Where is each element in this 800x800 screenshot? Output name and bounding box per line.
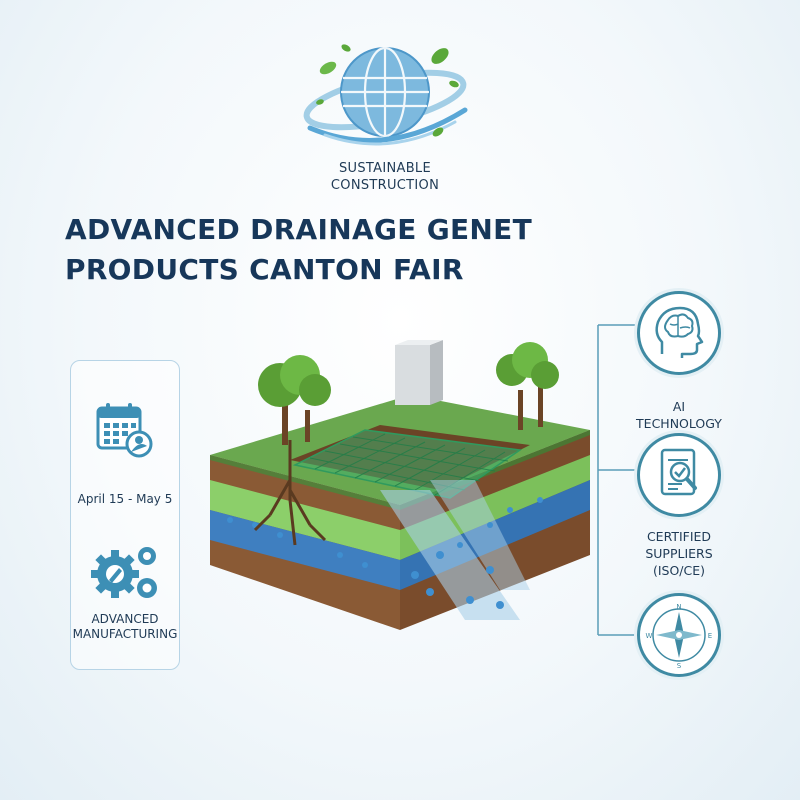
mfg-line-1: ADVANCED	[91, 612, 159, 626]
ai-line-1: AI	[672, 399, 686, 414]
connector-lines	[597, 324, 635, 636]
compass-badge: N E S W	[637, 593, 721, 677]
logo-line-2: CONSTRUCTION	[330, 178, 440, 193]
certified-suppliers-label: CERTIFIED SUPPLIERS (ISO/CE)	[604, 528, 754, 579]
compass-icon: N E S W	[646, 603, 713, 670]
logo-text: SUSTAINABLE CONSTRUCTION	[290, 160, 480, 194]
cert-line-3: (ISO/CE)	[652, 563, 706, 578]
calendar-icon	[96, 403, 153, 458]
ai-line-2: TECHNOLOGY	[636, 416, 722, 431]
event-dates: April 15 - May 5	[77, 492, 173, 506]
title-line-1: ADVANCED DRAINAGE GENET	[65, 213, 532, 246]
ai-technology-label: AI TECHNOLOGY	[604, 398, 754, 432]
cert-line-1: CERTIFIED	[646, 529, 712, 544]
ai-technology-badge	[637, 291, 721, 375]
manufacturing-label: ADVANCED MANUFACTURING	[66, 612, 184, 642]
certified-suppliers-badge	[637, 433, 721, 517]
globe-logo-icon	[303, 44, 468, 146]
compass-w: W	[646, 632, 653, 640]
certificate-icon	[660, 448, 697, 496]
compass-e: E	[708, 632, 712, 640]
compass-n: N	[676, 603, 681, 611]
compass-s: S	[677, 662, 682, 670]
logo-line-1: SUSTAINABLE	[339, 161, 431, 176]
page-title: ADVANCED DRAINAGE GENET PRODUCTS CANTON …	[65, 210, 625, 290]
drainage-cross-section-illustration	[210, 340, 590, 630]
brain-head-icon	[655, 306, 704, 358]
tree-right	[496, 342, 559, 430]
building-block	[395, 340, 443, 405]
gears-icon	[91, 547, 157, 598]
title-line-2: PRODUCTS CANTON FAIR	[65, 253, 464, 286]
mfg-line-2: MANUFACTURING	[72, 627, 178, 641]
tree-left	[258, 355, 331, 445]
cert-line-2: SUPPLIERS	[645, 546, 713, 561]
